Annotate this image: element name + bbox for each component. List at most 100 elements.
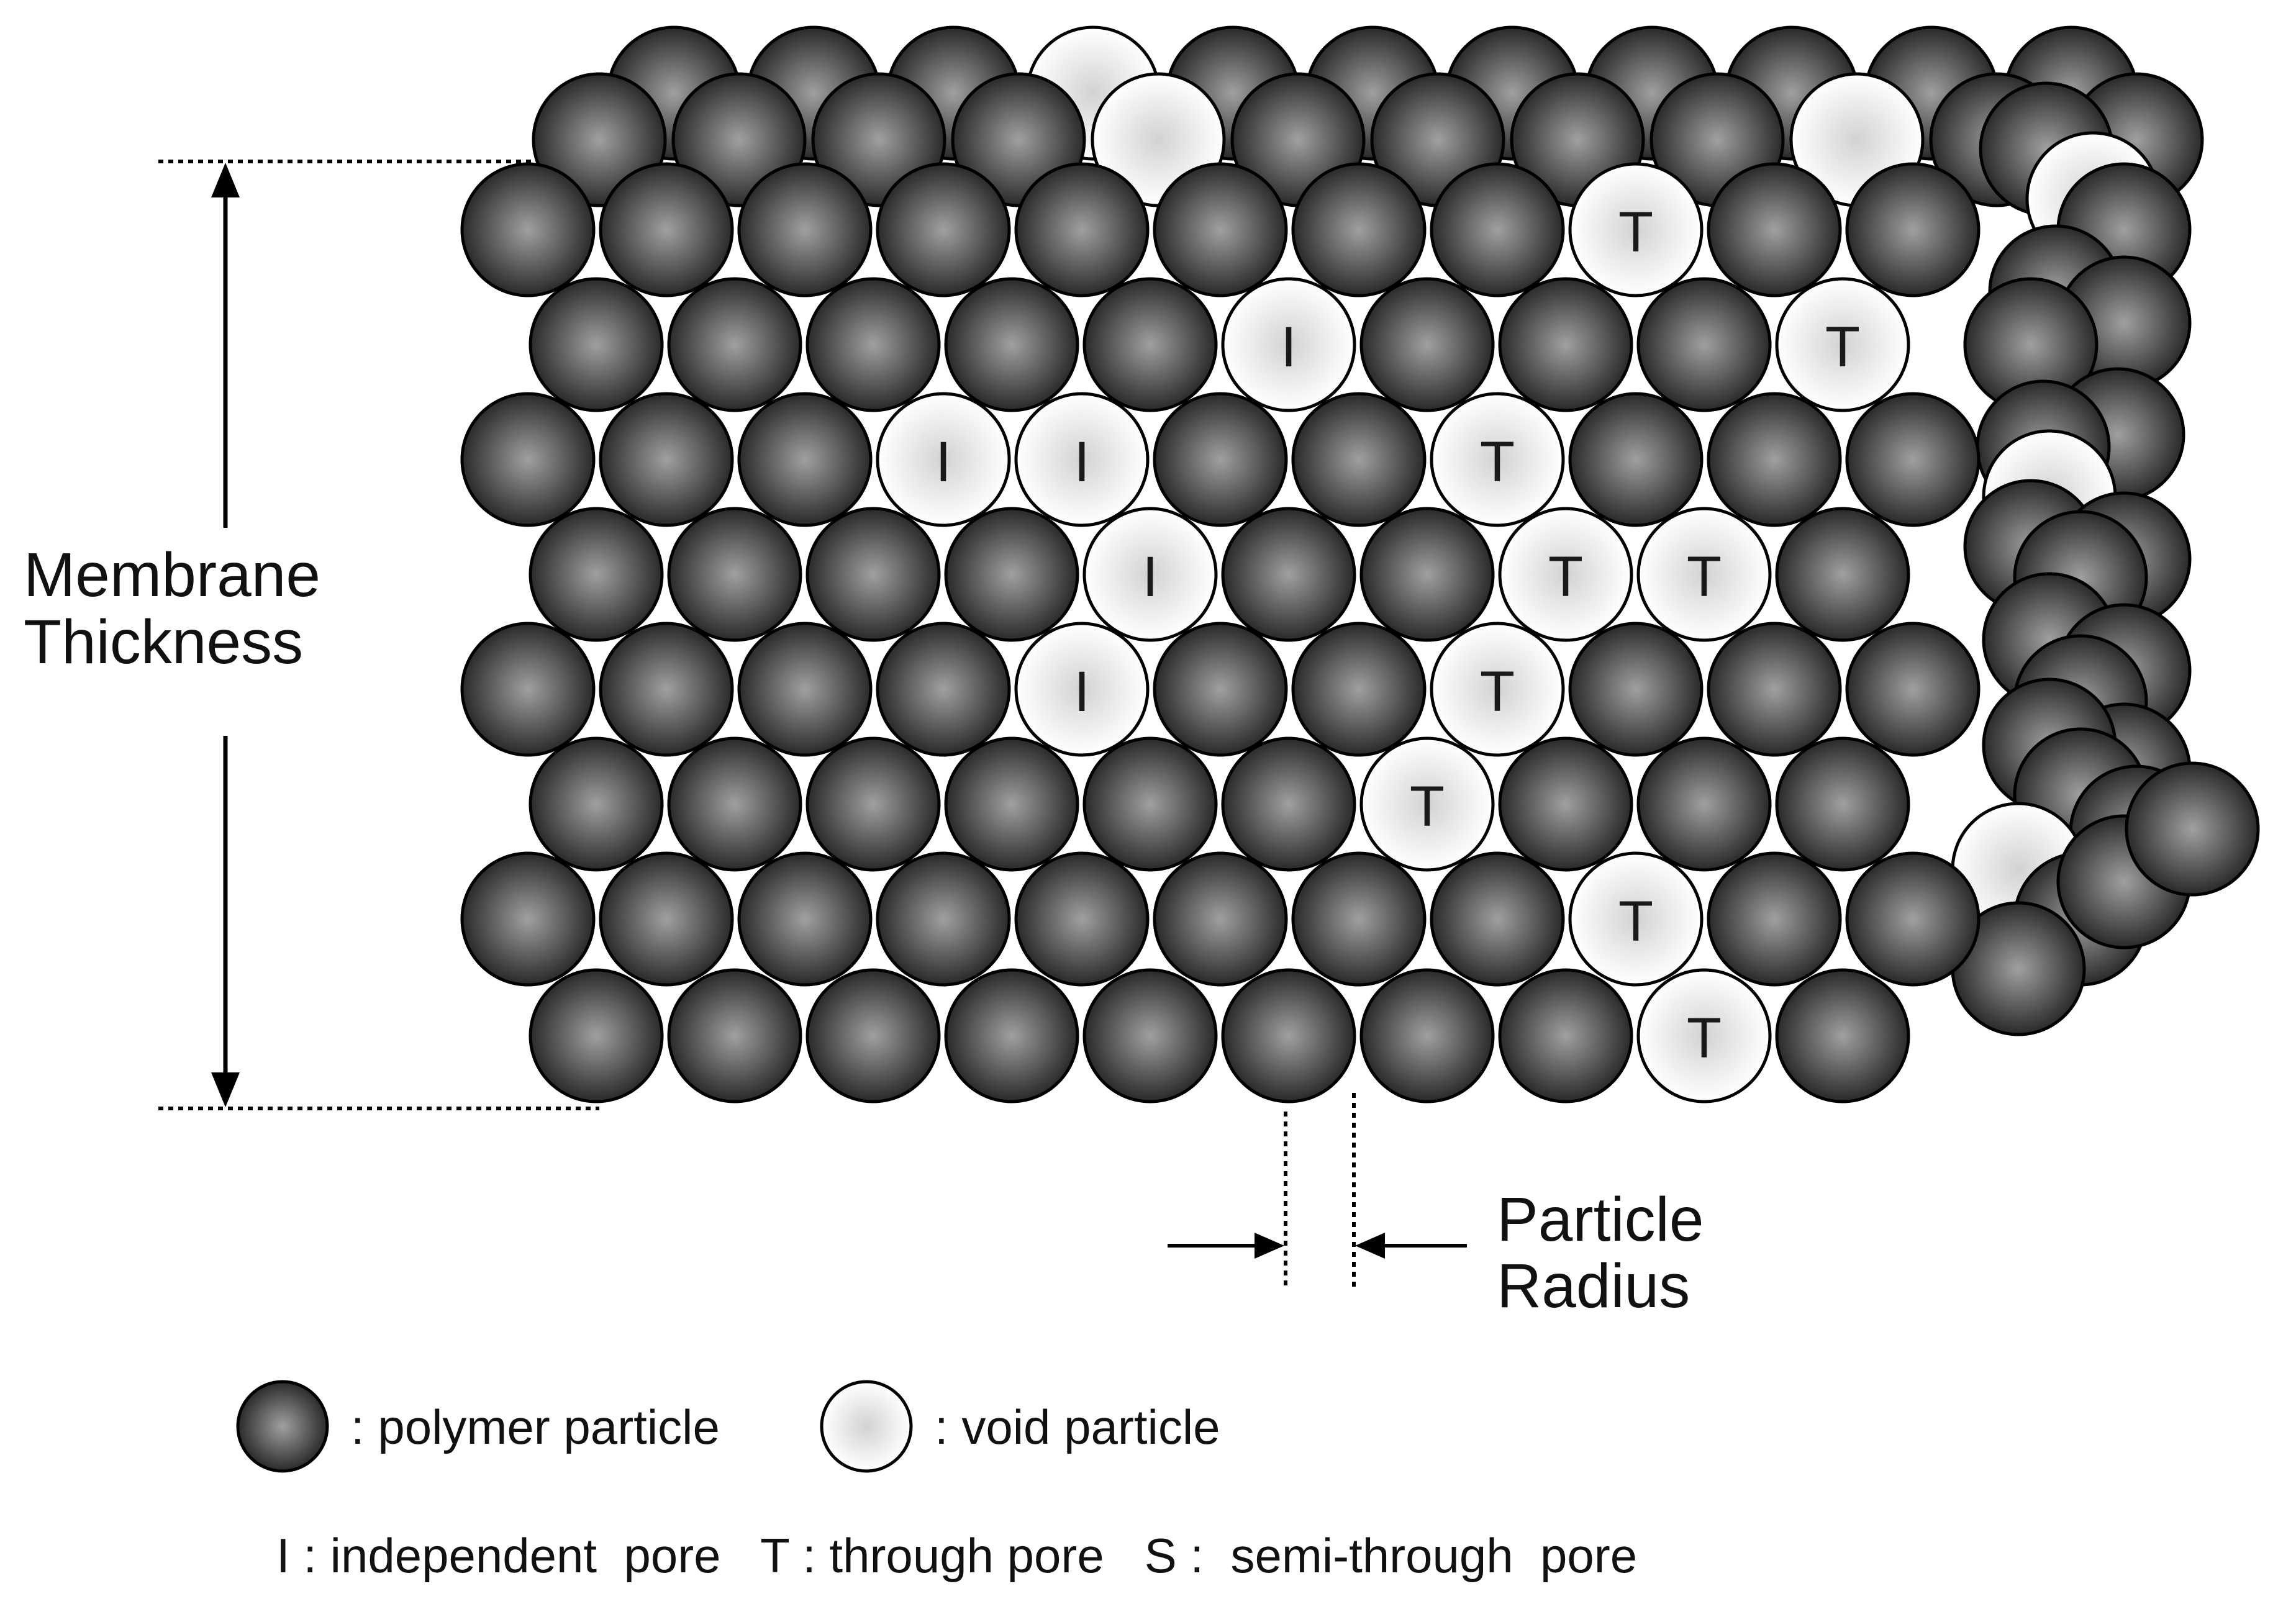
polymer-particle — [1291, 851, 1427, 987]
void-particle — [1430, 392, 1565, 527]
pore-label-t: T — [1410, 775, 1445, 838]
polymer-particle — [1359, 277, 1495, 412]
polymer-particle — [1291, 392, 1427, 527]
polymer-particle — [1359, 968, 1495, 1103]
polymer-particle — [1082, 736, 1218, 872]
pore-label-t: T — [1480, 660, 1515, 723]
pore-label-t: T — [1480, 430, 1515, 494]
polymer-particle — [1430, 162, 1565, 297]
side-particle-layers — [1951, 81, 2260, 1036]
polymer-particle — [667, 507, 802, 642]
polymer-particle — [805, 968, 941, 1103]
polymer-particle — [460, 851, 596, 987]
polymer-particle — [460, 162, 596, 297]
polymer-particle — [529, 277, 664, 412]
void-particle — [1430, 622, 1565, 757]
polymer-particle — [599, 392, 734, 527]
polymer-particle — [460, 622, 596, 757]
polymer-particle — [876, 622, 1011, 757]
polymer-particle — [1568, 622, 1704, 757]
polymer-particle — [599, 851, 734, 987]
void-particle — [1014, 622, 1150, 757]
polymer-particle — [944, 277, 1079, 412]
polymer-particle — [1707, 851, 1842, 987]
legend-void-swatch — [820, 1380, 913, 1473]
polymer-particle — [805, 507, 941, 642]
polymer-particle — [1359, 507, 1495, 642]
legend: : polymer particle : void particle I : i… — [236, 1380, 1637, 1583]
legend-pore-types: I : independent pore T : through pore S … — [276, 1528, 1637, 1583]
polymer-particle — [667, 736, 802, 872]
particle-radius-label-line1: Particle — [1497, 1185, 1704, 1254]
polymer-particle — [1775, 507, 1910, 642]
polymer-particle — [1221, 968, 1356, 1103]
pore-label-i: I — [935, 430, 951, 494]
polymer-particle — [1082, 968, 1218, 1103]
membrane-thickness-label-line2: Thickness — [24, 607, 303, 677]
polymer-particle — [1014, 162, 1150, 297]
pore-label-i: I — [1074, 660, 1090, 723]
polymer-particle — [1153, 392, 1288, 527]
polymer-particle — [1707, 162, 1842, 297]
polymer-particle — [1014, 851, 1150, 987]
membrane-thickness-label-line1: Membrane — [24, 540, 320, 610]
polymer-particle — [1291, 622, 1427, 757]
pore-label-i: I — [1074, 430, 1090, 494]
polymer-particle — [599, 622, 734, 757]
polymer-particle — [805, 277, 941, 412]
polymer-particle — [737, 392, 873, 527]
void-particle — [1082, 507, 1218, 642]
polymer-particle — [460, 392, 596, 527]
polymer-particle — [1498, 968, 1633, 1103]
polymer-particle — [1636, 277, 1772, 412]
void-particle — [1636, 968, 1772, 1103]
side-polymer-particle — [2125, 761, 2260, 897]
void-particle — [1498, 507, 1633, 642]
pore-label-t: T — [1687, 1007, 1722, 1070]
polymer-particle — [1221, 736, 1356, 872]
polymer-particle — [1498, 736, 1633, 872]
polymer-particle — [1636, 736, 1772, 872]
pore-label-i: I — [1142, 545, 1158, 609]
void-particle — [1221, 277, 1356, 412]
polymer-particle — [1568, 392, 1704, 527]
thickness-arrowhead-bottom — [211, 1072, 240, 1107]
polymer-particle — [1430, 851, 1565, 987]
legend-polymer-swatch — [236, 1380, 329, 1473]
polymer-particle — [667, 277, 802, 412]
polymer-particle — [805, 736, 941, 872]
pore-label-t: T — [1618, 201, 1653, 264]
polymer-particle — [667, 968, 802, 1103]
polymer-particle — [1153, 622, 1288, 757]
void-particle — [1568, 851, 1704, 987]
pore-label-t: T — [1687, 545, 1722, 609]
pore-label-t: T — [1825, 315, 1860, 379]
void-particle — [1568, 162, 1704, 297]
void-particle — [876, 392, 1011, 527]
polymer-particle — [1153, 162, 1288, 297]
polymer-particle — [1082, 277, 1218, 412]
polymer-particle — [1845, 622, 1981, 757]
polymer-particle — [1845, 851, 1981, 987]
polymer-particle — [944, 507, 1079, 642]
polymer-particle — [529, 507, 664, 642]
polymer-particle — [944, 968, 1079, 1103]
polymer-particle — [1291, 162, 1427, 297]
legend-void-label: : void particle — [935, 1400, 1220, 1454]
polymer-particle — [876, 162, 1011, 297]
polymer-particle — [1707, 392, 1842, 527]
pore-label-t: T — [1618, 890, 1653, 953]
particle-radius-dimension: Particle Radius — [1168, 1093, 1704, 1321]
polymer-particle — [1153, 851, 1288, 987]
particle-radius-label-line2: Radius — [1497, 1251, 1690, 1321]
polymer-particle — [876, 851, 1011, 987]
thickness-arrowhead-top — [211, 163, 240, 197]
polymer-particle — [1775, 968, 1910, 1103]
polymer-particle — [1707, 622, 1842, 757]
void-particle — [1014, 392, 1150, 527]
membrane-thickness-dimension: Membrane Thickness — [24, 160, 599, 1110]
polymer-particle — [1845, 392, 1981, 527]
polymer-particle — [737, 622, 873, 757]
polymer-particle — [737, 162, 873, 297]
